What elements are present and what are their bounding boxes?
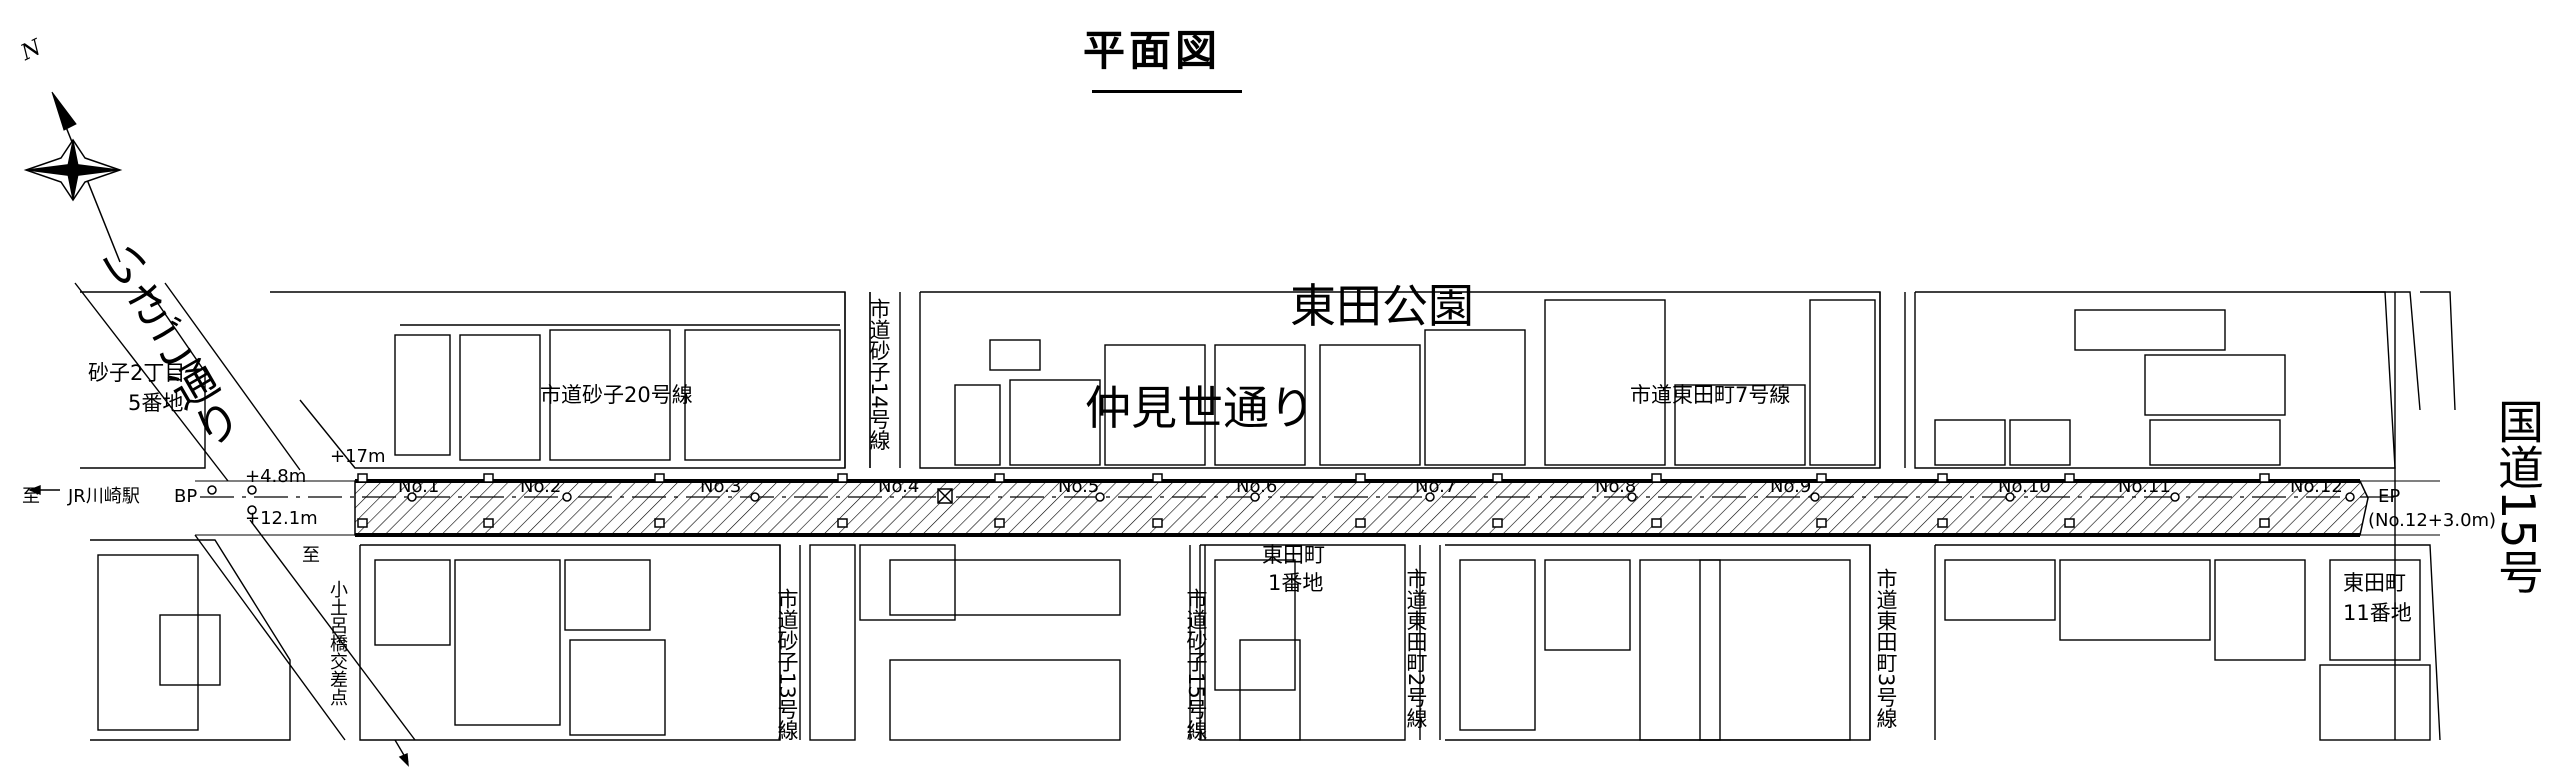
label-bp: BP: [174, 486, 198, 507]
label-road-r15: 市道砂子15号線: [1184, 588, 1208, 741]
label-road-h3: 市道東田町3号線: [1874, 568, 1898, 729]
label-offset-17m: +17m: [330, 446, 386, 467]
station-label: No.6: [1236, 476, 1278, 497]
station-label: No.11: [2118, 476, 2171, 497]
station-label: No.3: [700, 476, 742, 497]
label-block-isago-line1: 砂子2丁目: [88, 361, 186, 385]
north-arrow-icon: [23, 91, 123, 263]
station-label: No.1: [398, 476, 440, 497]
label-direction-jr-prefix: 至: [22, 486, 40, 507]
station-label: No.5: [1058, 476, 1100, 497]
label-main-street: 仲見世通り: [1085, 381, 1315, 435]
label-park: 東田公園: [1290, 279, 1474, 333]
station-label: No.10: [1998, 476, 2051, 497]
station-label: No.12: [2290, 476, 2343, 497]
station-label: No.7: [1415, 476, 1457, 497]
label-block-isago-line2: 5番地: [128, 391, 184, 415]
label-block-higashida11-line2: 11番地: [2343, 601, 2412, 625]
label-road-h7: 市道東田町7号線: [1630, 383, 1791, 407]
station-label: No.2: [520, 476, 562, 497]
label-road-h2: 市道東田町2号線: [1404, 568, 1428, 729]
label-road-r14: 市道砂子14号線: [867, 298, 891, 451]
station-label: No.8: [1595, 476, 1637, 497]
label-direction-odori: 小土呂橋交差点: [327, 580, 348, 706]
direction-arrows: [28, 484, 409, 767]
label-ep: EP: [2378, 486, 2401, 507]
station-label: No.4: [878, 476, 920, 497]
station-markers: [207, 473, 2355, 528]
label-block-higashida1-line2: 1番地: [1268, 571, 1324, 595]
label-ep-note: (No.12+3.0m): [2368, 510, 2497, 531]
station-label: No.9: [1770, 476, 1812, 497]
title-underline: [1092, 90, 1242, 93]
label-offset-4-8m: +4.8m: [245, 466, 307, 487]
building-outlines: [74, 282, 2456, 741]
label-road-r13: 市道砂子13号線: [775, 588, 799, 741]
label-direction-jr: JR川崎駅: [68, 486, 140, 507]
label-route-15: 国道15号: [2491, 398, 2545, 595]
label-road-r20: 市道砂子20号線: [540, 383, 693, 407]
page-title: 平面図: [1083, 26, 1222, 75]
label-offset-12-1m: +12.1m: [245, 508, 318, 529]
label-block-higashida1-line1: 東田町: [1262, 543, 1325, 567]
label-block-higashida11-line1: 東田町: [2343, 571, 2406, 595]
label-direction-odori-prefix: 至: [299, 545, 320, 563]
